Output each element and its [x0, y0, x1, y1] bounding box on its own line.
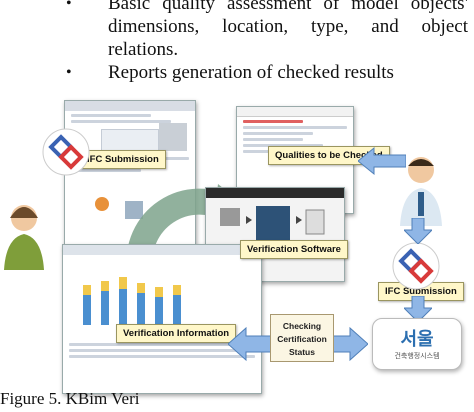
seoul-logo: 서울 건축행정시스템 — [372, 318, 462, 370]
bullet-text: Basic quality assessment of model object… — [108, 0, 468, 60]
window-titlebar — [237, 107, 353, 117]
bullet-text: Reports generation of checked results — [108, 62, 394, 83]
bar-chart-icon — [83, 277, 181, 325]
checking-status-box: Checking Certification Status — [270, 314, 334, 362]
logo-subtext: 건축행정시스템 — [394, 352, 440, 360]
person-left-icon — [4, 205, 44, 270]
window-titlebar — [65, 101, 195, 111]
workflow-figure: IFC Submission Qualities to be Checked V… — [0, 92, 474, 394]
doc-icon — [125, 201, 143, 219]
bullet-marker: • — [66, 0, 72, 12]
thumbnail — [159, 123, 187, 151]
logo-text: 서울 — [400, 329, 434, 350]
arrow-down-icon — [404, 218, 432, 244]
label-verification-information: Verification Information — [116, 324, 237, 343]
label-ifc-submission-left: IFC Submission — [80, 150, 166, 169]
ifc-logo-icon — [392, 242, 440, 290]
arrow-left-icon — [358, 146, 406, 176]
figure-caption: Figure 5. KBim Veri — [0, 389, 140, 408]
person-right-icon — [400, 157, 442, 226]
window-titlebar — [63, 245, 261, 255]
verification-info-screenshot — [62, 244, 262, 394]
label-verification-software: Verification Software — [240, 240, 348, 259]
orange-icon — [95, 197, 109, 211]
window-titlebar — [206, 188, 344, 198]
process-icons — [220, 206, 325, 240]
form-panel — [101, 129, 159, 151]
ifc-logo-icon — [42, 128, 90, 176]
arrow-down-icon — [404, 296, 432, 322]
bullet-marker: • — [66, 64, 72, 81]
